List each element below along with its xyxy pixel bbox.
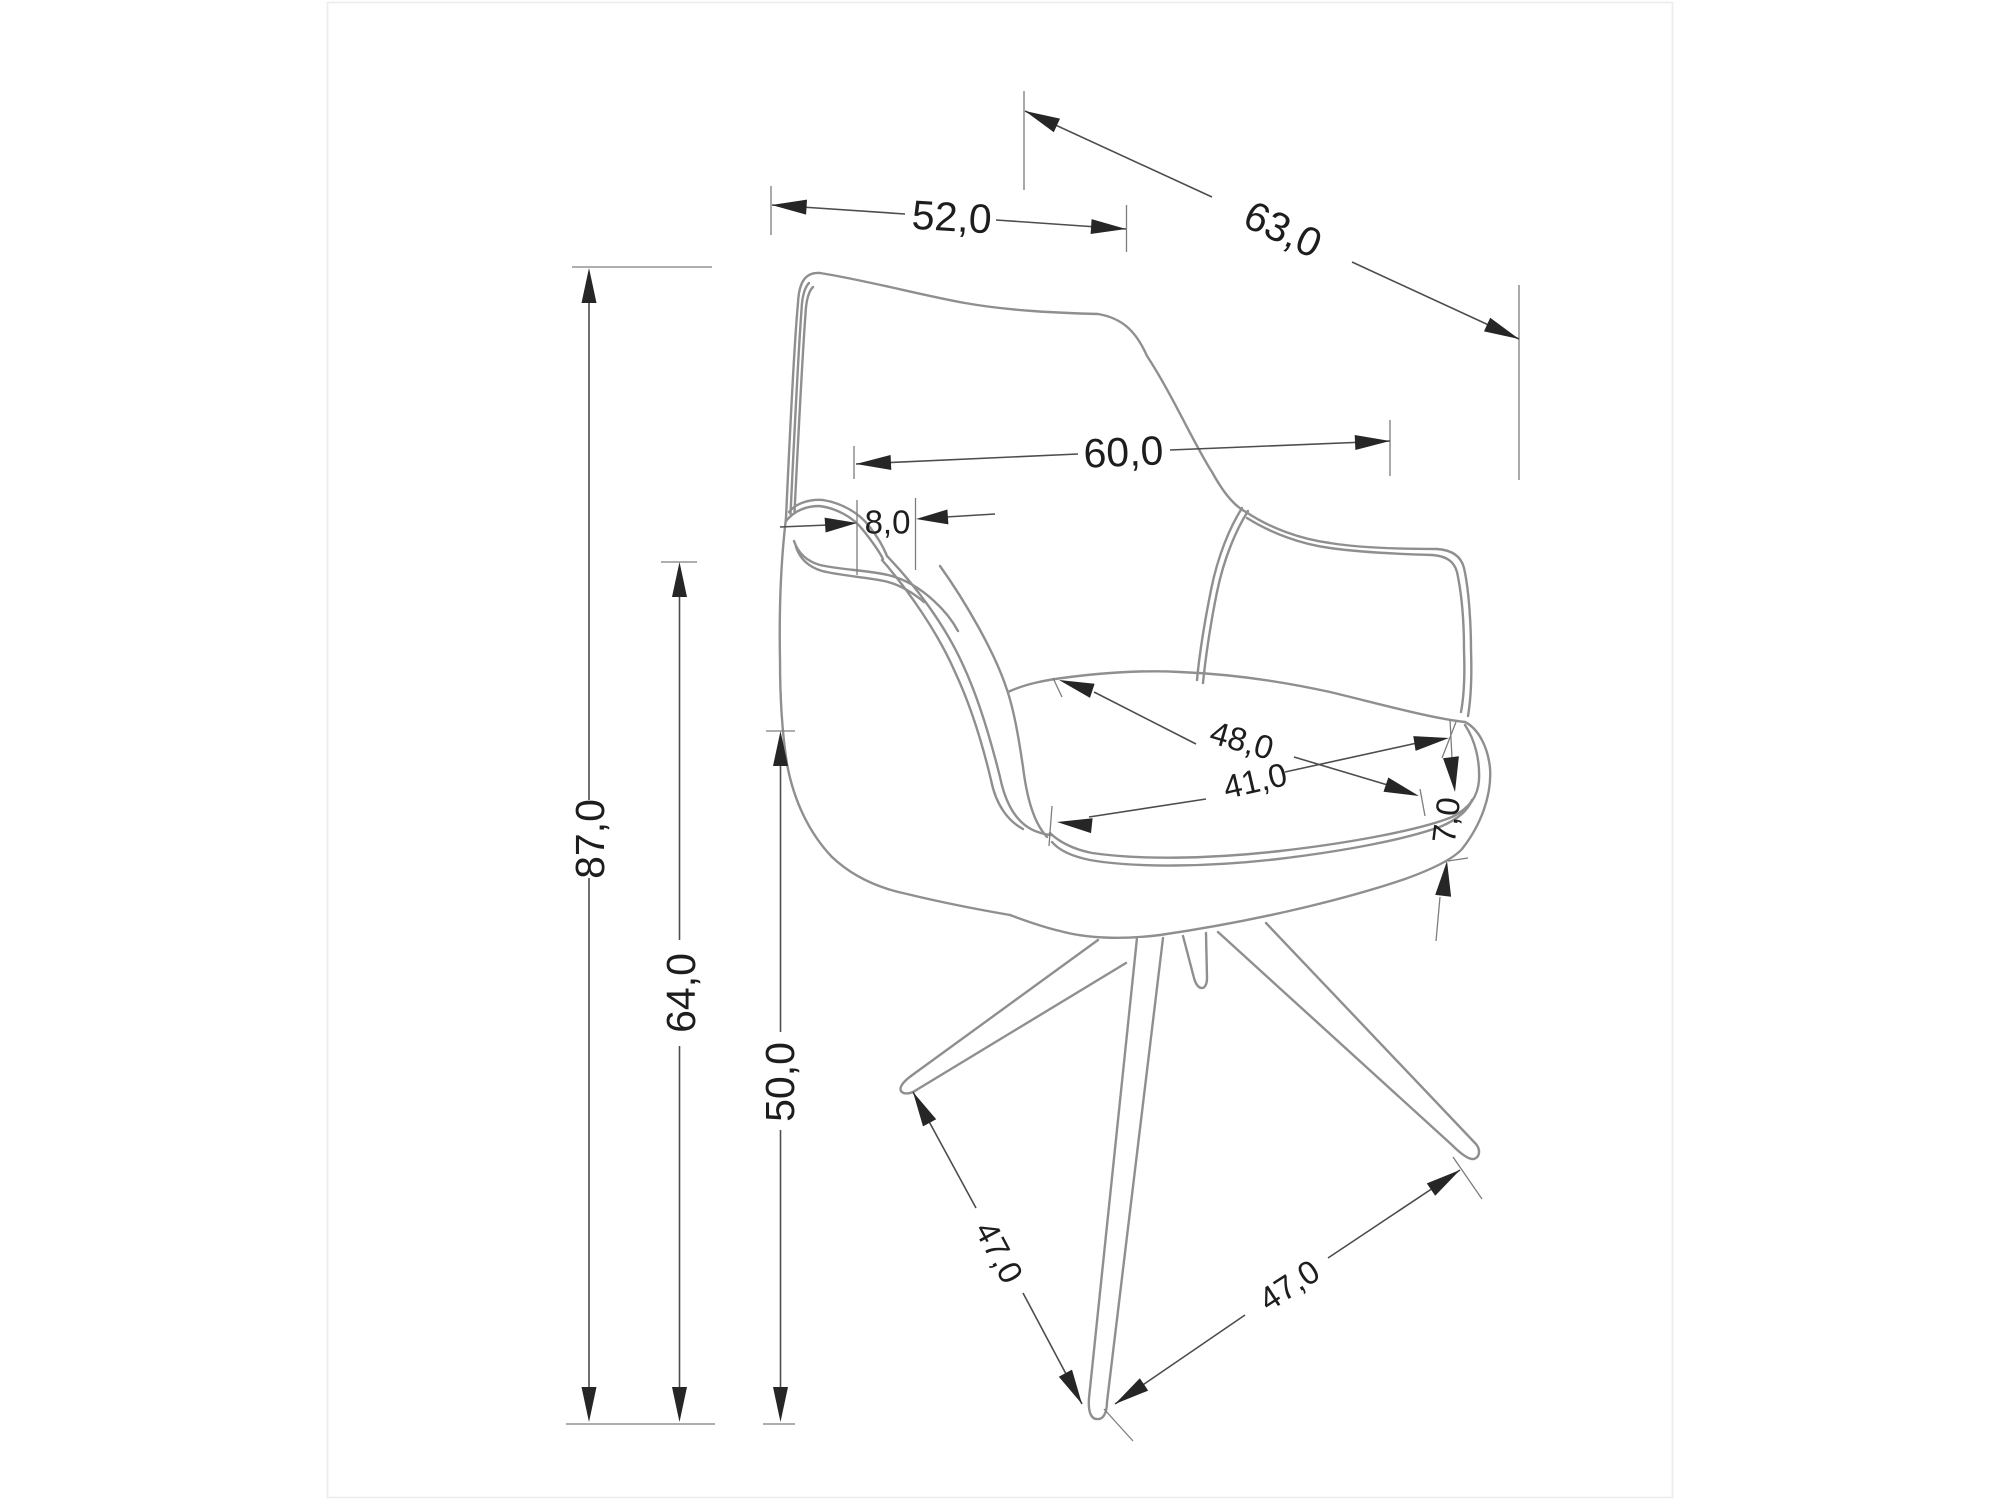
svg-text:52,0: 52,0 bbox=[911, 192, 993, 243]
svg-text:60,0: 60,0 bbox=[1083, 427, 1165, 476]
svg-text:50,0: 50,0 bbox=[757, 1042, 803, 1122]
svg-text:64,0: 64,0 bbox=[658, 953, 704, 1033]
svg-text:8,0: 8,0 bbox=[865, 503, 911, 540]
svg-text:7,0: 7,0 bbox=[1425, 795, 1467, 845]
svg-text:87,0: 87,0 bbox=[567, 799, 613, 879]
